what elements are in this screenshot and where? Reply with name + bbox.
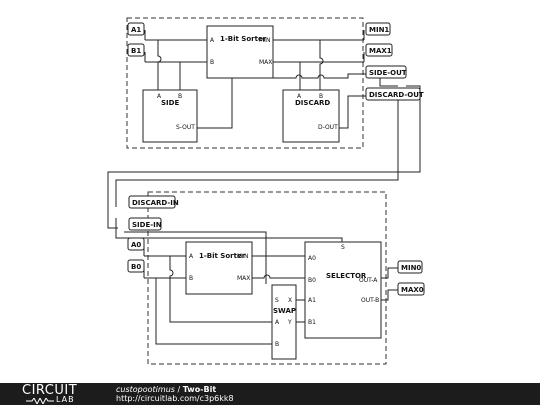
svg-text:B0: B0 (308, 277, 316, 284)
svg-text:MIN: MIN (259, 37, 270, 44)
footer-meta: custopootimus / Two-Bit http://circuitla… (116, 385, 234, 403)
svg-text:MIN1: MIN1 (369, 26, 389, 34)
svg-text:A0: A0 (131, 241, 141, 249)
svg-text:OUT-B: OUT-B (361, 297, 379, 304)
svg-text:1-Bit Sorter: 1-Bit Sorter (199, 252, 246, 260)
bottom-wires (107, 196, 398, 345)
label-A1: A1 (127, 22, 145, 36)
label-SIDE-OUT: SIDE-OUT (365, 65, 407, 79)
svg-text:A: A (210, 37, 215, 44)
label-B1: B1 (127, 43, 145, 57)
label-DISCARD-OUT: DISCARD-OUT (365, 87, 424, 101)
label-MAX0: MAX0 (397, 282, 425, 296)
label-MIN0: MIN0 (397, 260, 423, 274)
label-MAX1: MAX1 (365, 43, 393, 57)
svg-text:B1: B1 (308, 319, 316, 326)
svg-text:A1: A1 (308, 297, 316, 304)
circuit-url[interactable]: http://circuitlab.com/c3p6kk8 (116, 394, 234, 403)
svg-text:B: B (178, 93, 182, 100)
svg-text:B0: B0 (131, 263, 141, 271)
author-link[interactable]: custopootimus (116, 385, 175, 394)
bottom-sorter-block[interactable]: 1-Bit Sorter A B MIN MAX (185, 241, 253, 295)
svg-text:A: A (189, 253, 194, 260)
svg-text:A: A (157, 93, 162, 100)
label-SIDE-IN: SIDE-IN (128, 217, 162, 231)
svg-text:B: B (210, 59, 214, 66)
footer-bar: CIRCUIT LAB custopootimus / Two-Bit http… (0, 383, 540, 405)
svg-text:B: B (275, 341, 279, 348)
circuit-title: Two-Bit (182, 385, 217, 394)
svg-text:MIN: MIN (237, 253, 248, 260)
schematic-canvas: 1-Bit Sorter A B MIN MAX SIDE A B S-OUT … (107, 17, 425, 365)
label-MIN1: MIN1 (365, 22, 391, 36)
discard-block[interactable]: DISCARD A B D-OUT (282, 89, 340, 143)
circuitlab-logo[interactable]: CIRCUIT LAB (22, 383, 78, 404)
side-block[interactable]: SIDE A B S-OUT (142, 89, 198, 143)
svg-text:A: A (275, 319, 280, 326)
selector-block[interactable]: S A0 SELECTOR B0 OUT-A A1 OUT-B B1 (304, 241, 382, 339)
svg-text:X: X (288, 297, 292, 304)
svg-text:A0: A0 (308, 255, 316, 262)
top-module-boundary (126, 17, 364, 149)
svg-text:B1: B1 (131, 47, 141, 55)
svg-text:S-OUT: S-OUT (176, 124, 195, 131)
svg-text:DISCARD: DISCARD (295, 99, 330, 107)
resistor-icon (26, 398, 54, 404)
svg-text:D-OUT: D-OUT (318, 124, 338, 131)
svg-text:SIDE-IN: SIDE-IN (132, 221, 162, 229)
swap-block[interactable]: S X SWAP A Y B (271, 284, 297, 360)
svg-text:MAX: MAX (259, 59, 272, 66)
svg-text:MAX1: MAX1 (369, 47, 392, 55)
svg-text:SIDE: SIDE (161, 99, 179, 107)
svg-text:MAX0: MAX0 (401, 286, 424, 294)
svg-text:B: B (319, 93, 323, 100)
svg-text:A1: A1 (131, 26, 141, 34)
svg-text:S: S (275, 297, 279, 304)
svg-text:B: B (189, 275, 193, 282)
svg-text:A: A (297, 93, 302, 100)
svg-text:OUT-A: OUT-A (359, 277, 378, 284)
top-sorter-title: 1-Bit Sorter (220, 35, 267, 43)
svg-text:MAX: MAX (237, 275, 250, 282)
svg-text:S: S (341, 244, 345, 251)
label-A0: A0 (127, 237, 145, 251)
label-B0: B0 (127, 259, 145, 273)
label-DISCARD-IN: DISCARD-IN (128, 195, 179, 209)
svg-text:SELECTOR: SELECTOR (326, 272, 367, 280)
svg-text:Y: Y (287, 319, 292, 326)
top-sorter-block[interactable]: 1-Bit Sorter A B MIN MAX (206, 25, 274, 79)
svg-text:SIDE-OUT: SIDE-OUT (369, 69, 407, 77)
svg-text:DISCARD-IN: DISCARD-IN (132, 199, 179, 207)
svg-text:SWAP: SWAP (273, 307, 296, 315)
svg-text:MIN0: MIN0 (401, 264, 421, 272)
svg-text:DISCARD-OUT: DISCARD-OUT (369, 91, 424, 99)
